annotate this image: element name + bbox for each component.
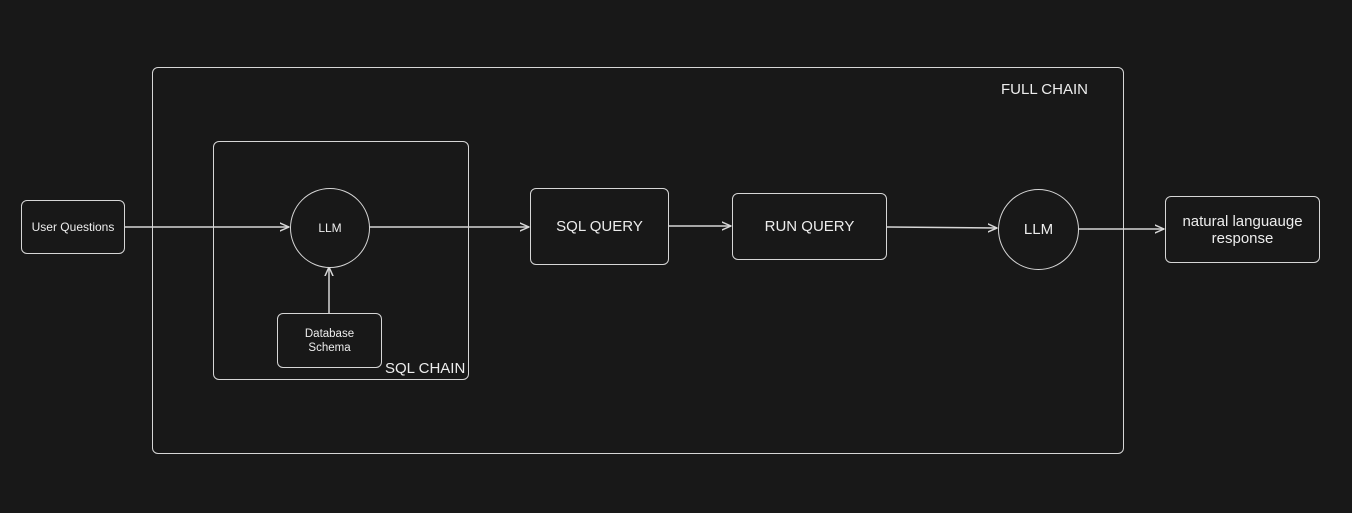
sql-chain-label: SQL CHAIN [385, 360, 466, 377]
run-query-label: RUN QUERY [764, 218, 855, 235]
llm-outer-node: LLM [998, 189, 1079, 270]
natural-language-response-node: natural languauge response [1165, 196, 1320, 263]
user-questions-label: User Questions [31, 220, 115, 234]
full-chain-frame [152, 67, 1124, 454]
llm-inner-label: LLM [318, 221, 342, 235]
sql-query-label: SQL QUERY [556, 218, 643, 235]
database-schema-label: Database Schema [304, 327, 355, 354]
sql-query-node: SQL QUERY [530, 188, 669, 265]
natural-language-response-label: natural languauge response [1182, 212, 1303, 247]
llm-outer-label: LLM [1023, 221, 1054, 238]
llm-inner-node: LLM [290, 188, 370, 268]
full-chain-label: FULL CHAIN [1001, 81, 1088, 98]
run-query-node: RUN QUERY [732, 193, 887, 260]
database-schema-node: Database Schema [277, 313, 382, 368]
sql-chain-frame [213, 141, 469, 380]
user-questions-node: User Questions [21, 200, 125, 254]
